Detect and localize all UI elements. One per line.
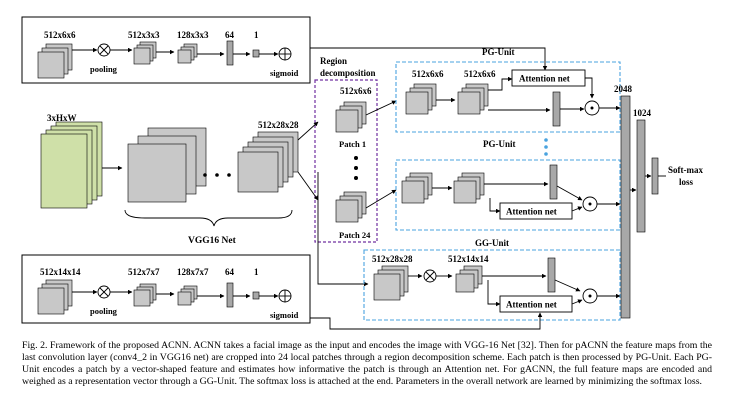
bottom-branch-output-arrow [310, 312, 543, 330]
pg2-weight-icon [582, 196, 598, 212]
top-size-3: 128x3x3 [177, 30, 209, 40]
softmax-label-2: loss [679, 177, 694, 187]
gg-weight-icon [582, 288, 598, 304]
pg1-block-b [457, 83, 489, 115]
bottom-size-5: 1 [254, 267, 259, 277]
input-size-label: 3xHxW [47, 113, 77, 123]
top-fc-64 [226, 40, 234, 66]
gg-size-b: 512x14x14 [448, 254, 489, 264]
gg-attention-label: Attention net [506, 300, 557, 310]
top-pooling-icon [97, 43, 111, 57]
pg2-feature-vector [549, 164, 558, 200]
bottom-pooling-label: pooling [90, 306, 118, 316]
vgg-brace [124, 209, 293, 227]
gg-unit-box [363, 249, 621, 321]
pg-unit-2-box [395, 159, 621, 231]
gg-feature-vector [547, 257, 556, 293]
gg-block-b [455, 265, 483, 293]
region-title-1: Region [320, 56, 347, 66]
pg-unit-1-box [395, 61, 621, 133]
acnn-framework-diagram: 512x6x6 pooling 512x3x3 128x3x3 64 1 [21, 16, 703, 330]
fc-1024-label: 1024 [633, 108, 652, 118]
vgg-ellipsis [203, 173, 231, 177]
region-decomposition-box [314, 79, 378, 243]
figure-caption: Fig. 2. Framework of the proposed ACNN. … [22, 340, 712, 388]
patch-1-label: Patch 1 [339, 139, 366, 149]
top-branch-output-arrow [310, 47, 548, 71]
vgg-block-1 [127, 127, 207, 203]
gg-pooling-icon [423, 269, 437, 283]
patch-24-label: Patch 24 [339, 230, 371, 240]
pg1-size-b: 512x6x6 [464, 69, 496, 79]
top-block-3 [177, 43, 198, 64]
pg2-attention-label: Attention net [506, 207, 557, 217]
top-sigmoid-icon [278, 47, 292, 61]
bottom-size-3: 128x7x7 [177, 267, 209, 277]
bottom-block-2 [133, 283, 157, 307]
bottom-pooling-icon [97, 285, 111, 299]
feature-size-label: 512x28x28 [258, 120, 299, 130]
pg-unit-1-title: PG-Unit [482, 47, 515, 57]
top-size-4: 64 [225, 30, 235, 40]
top-size-2: 512x3x3 [128, 30, 160, 40]
vgg-feature-map [237, 131, 299, 193]
vgg-label: VGG16 Net [188, 236, 237, 246]
gg-size-a: 512x28x28 [372, 254, 413, 264]
patch-ellipsis [354, 156, 358, 180]
gg-block-a [373, 265, 409, 301]
patch-24-block [335, 191, 367, 223]
bottom-sigmoid-icon [278, 289, 292, 303]
softmax-label-1: Soft-max [668, 165, 703, 175]
top-pooling-label: pooling [90, 64, 118, 74]
patch-1-block [335, 101, 367, 133]
top-size-1: 512x6x6 [44, 30, 76, 40]
pg1-weight-icon [584, 100, 600, 116]
bottom-input-block [37, 279, 73, 315]
bottom-fc-64 [226, 282, 234, 308]
top-block-2 [133, 41, 157, 65]
pg1-feature-vector [552, 91, 561, 127]
input-image-stack [40, 121, 103, 209]
top-input-block [37, 43, 73, 79]
bottom-attention-branch: 512x14x14 pooling 512x7x7 128x7x7 64 [21, 254, 311, 324]
fc-2048-label: 2048 [614, 84, 633, 94]
bottom-block-3 [177, 285, 198, 306]
bottom-fc-1 [252, 291, 260, 300]
bottom-sigmoid-label: sigmoid [270, 310, 299, 320]
pg1-size-a: 512x6x6 [412, 69, 444, 79]
region-patch-size: 512x6x6 [340, 86, 372, 96]
top-sigmoid-label: sigmoid [270, 68, 299, 78]
top-size-5: 1 [254, 30, 259, 40]
pg1-block-a [405, 83, 437, 115]
bottom-size-2: 512x7x7 [128, 267, 160, 277]
pg-unit-ellipsis [544, 138, 548, 156]
pg-unit-2-title: PG-Unit [483, 139, 516, 149]
bottom-branch-frame [21, 254, 311, 324]
fc-1024-bar [636, 119, 646, 233]
fc-2048-bar [620, 95, 631, 319]
pg2-block-b [453, 172, 485, 204]
region-title-2: decomposition [320, 68, 376, 78]
bottom-size-4: 64 [225, 267, 235, 277]
softmax-bar [651, 157, 659, 195]
top-fc-1 [252, 49, 260, 58]
top-attention-branch: 512x6x6 pooling 512x3x3 128x3x3 64 1 [21, 16, 311, 84]
gg-unit-title: GG-Unit [475, 238, 509, 248]
pg1-attention-label: Attention net [519, 74, 570, 84]
feature-to-gg-arrow [317, 172, 369, 287]
bottom-size-1: 512x14x14 [40, 267, 81, 277]
pg2-block-a [401, 172, 433, 204]
top-branch-frame [21, 16, 311, 84]
